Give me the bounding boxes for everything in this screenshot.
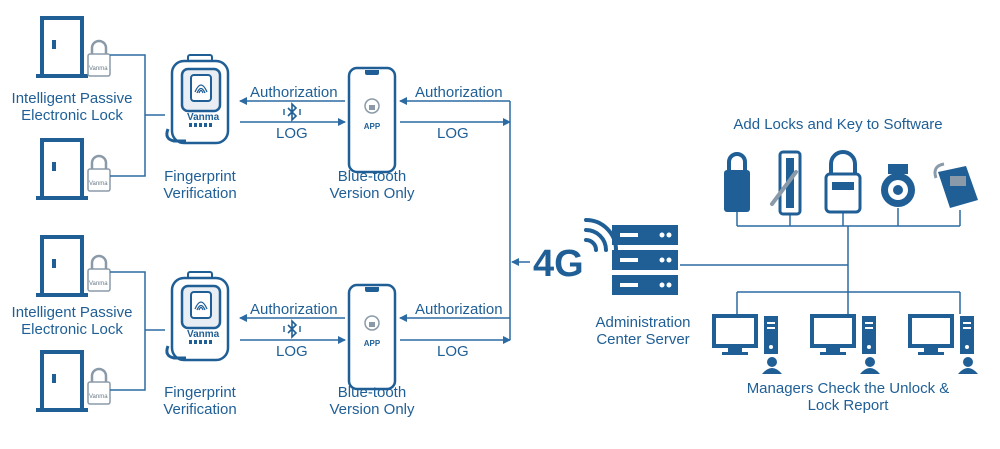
door-icon bbox=[34, 235, 90, 299]
app-label-line1: Blue-tooth bbox=[337, 384, 407, 401]
server-label-line1: Administration bbox=[595, 314, 691, 331]
fingerprint-label: Fingerprint Verification bbox=[150, 168, 250, 202]
door-icon bbox=[34, 350, 90, 414]
app-label: Blue-tooth Version Only bbox=[316, 384, 428, 418]
lock-label-line1: Intelligent Passive bbox=[11, 304, 133, 321]
door-icon bbox=[34, 16, 90, 80]
managers-label: Managers Check the Unlock & Lock Report bbox=[700, 380, 996, 414]
net-authorization-label: Authorization bbox=[415, 301, 503, 318]
bt-authorization-label: Authorization bbox=[250, 84, 338, 101]
locks-title: Add Locks and Key to Software bbox=[733, 116, 943, 133]
group-top bbox=[34, 16, 511, 202]
lock-connector bbox=[110, 54, 165, 177]
fingerprint-key-icon bbox=[165, 270, 230, 362]
lock-label-line1: Intelligent Passive bbox=[11, 90, 133, 107]
padlock-brand: Vanma bbox=[89, 66, 108, 72]
net-log-label: LOG bbox=[437, 343, 469, 360]
signal-icon bbox=[584, 218, 618, 252]
net-log-label: LOG bbox=[437, 125, 469, 142]
bluetooth-icon bbox=[283, 103, 301, 121]
bt-log-label: LOG bbox=[276, 343, 308, 360]
app-label-line2: Version Only bbox=[329, 401, 415, 418]
fingerprint-label: Fingerprint Verification bbox=[150, 384, 250, 418]
shackle-lock-icon bbox=[824, 150, 862, 214]
hasp-lock-icon bbox=[933, 162, 978, 208]
padlock-brand: Vanma bbox=[89, 394, 108, 400]
app-text: APP bbox=[363, 339, 381, 348]
lock-label: Intelligent Passive Electronic Lock bbox=[0, 90, 144, 124]
bluetooth-icon bbox=[283, 320, 301, 338]
lock-label: Intelligent Passive Electronic Lock bbox=[0, 304, 144, 338]
cabinet-lock-icon bbox=[770, 150, 802, 216]
key-brand: Vanma bbox=[187, 329, 220, 340]
padlock-brand: Vanma bbox=[89, 281, 108, 287]
key-brand: Vanma bbox=[187, 112, 220, 123]
group-bottom bbox=[34, 235, 511, 414]
lock-label-line2: Electronic Lock bbox=[21, 321, 123, 338]
server-label-line2: Center Server bbox=[596, 331, 690, 348]
lock-label-line2: Electronic Lock bbox=[21, 107, 123, 124]
fingerprint-label-line2: Verification bbox=[163, 401, 237, 418]
fingerprint-label-line2: Verification bbox=[163, 185, 237, 202]
app-text: APP bbox=[363, 122, 381, 131]
fingerprint-key-icon bbox=[165, 53, 230, 145]
app-label-line1: Blue-tooth bbox=[337, 168, 407, 185]
cylinder-lock-icon bbox=[881, 164, 915, 207]
padlock-product-icon bbox=[724, 152, 750, 212]
padlock-brand: Vanma bbox=[89, 181, 108, 187]
lock-connector bbox=[110, 271, 165, 391]
server-icon bbox=[612, 225, 678, 295]
door-icon bbox=[34, 138, 90, 202]
phone-icon bbox=[347, 66, 397, 174]
managers-label-line2: Lock Report bbox=[807, 397, 889, 414]
app-label-line2: Version Only bbox=[329, 185, 415, 202]
computer-icon bbox=[908, 314, 980, 376]
computer-icon bbox=[712, 314, 784, 376]
managers-label-line1: Managers Check the Unlock & bbox=[746, 380, 950, 397]
fingerprint-label-line1: Fingerprint bbox=[164, 168, 236, 185]
bt-authorization-label: Authorization bbox=[250, 301, 338, 318]
network-label: 4G bbox=[533, 243, 584, 285]
net-authorization-label: Authorization bbox=[415, 84, 503, 101]
server-label: Administration Center Server bbox=[578, 314, 708, 348]
phone-icon bbox=[347, 283, 397, 391]
bt-log-label: LOG bbox=[276, 125, 308, 142]
app-label: Blue-tooth Version Only bbox=[316, 168, 428, 202]
computer-icon bbox=[810, 314, 882, 376]
fingerprint-label-line1: Fingerprint bbox=[164, 384, 236, 401]
